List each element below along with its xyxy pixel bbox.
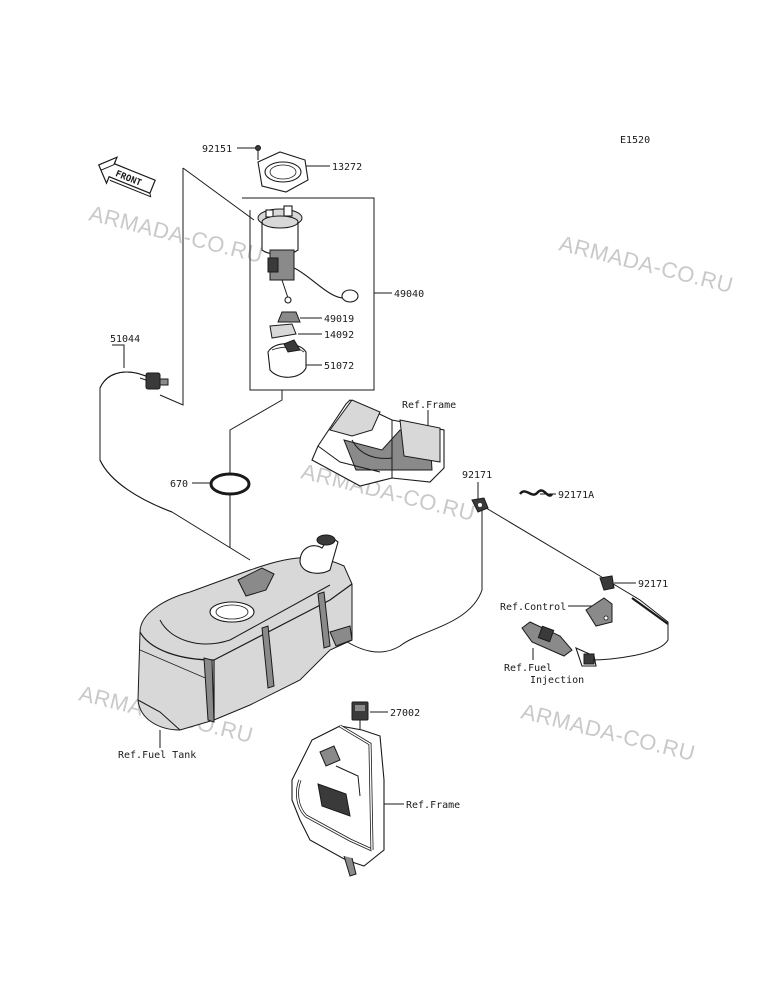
relay-27002: [351, 701, 369, 740]
connector-51044: [139, 372, 169, 390]
injector: [521, 621, 597, 667]
label-92171-b: 92171: [638, 579, 668, 590]
strainer-51072: [267, 339, 307, 378]
ref-fuel-tank: Ref.Fuel Tank: [118, 750, 196, 761]
label-13272: 13272: [332, 162, 362, 173]
ref-control: Ref.Control: [500, 602, 566, 613]
label-670: 670: [170, 479, 188, 490]
label-92171A: 92171A: [558, 490, 594, 501]
plate-13272: [257, 151, 309, 193]
control-bracket: [585, 597, 613, 627]
ref-frame-bottom: Ref.Frame: [406, 800, 460, 811]
front-arrow-icon: FRONT: [97, 156, 156, 198]
filter-49019: [277, 311, 301, 323]
leader-lines: [99, 147, 669, 805]
frame-lower: [291, 724, 385, 877]
diagram-code: E1520: [620, 135, 650, 146]
label-51044: 51044: [110, 334, 140, 345]
label-27002: 27002: [390, 708, 420, 719]
cap-14092: [269, 323, 297, 339]
ref-fuel-injection-line1: Ref.Fuel: [504, 663, 552, 674]
frame-upper: [311, 399, 445, 487]
part-labels: 92151 13272 49040 49019 14092 51072 5104…: [110, 144, 668, 719]
fuel-tank: [137, 534, 353, 731]
label-51072: 51072: [324, 361, 354, 372]
clamp-92171-a: [471, 497, 489, 513]
ref-frame-top: Ref.Frame: [402, 400, 456, 411]
label-14092: 14092: [324, 330, 354, 341]
clamp-92171-b: [599, 575, 615, 591]
label-92171-a: 92171: [462, 470, 492, 481]
label-92151: 92151: [202, 144, 232, 155]
fuel-pump-49040: [257, 205, 359, 304]
watermark-5: ARMADA-CO.RU: [519, 699, 698, 766]
ref-fuel-injection-line2: Injection: [530, 675, 584, 686]
clamp-92171A: [519, 489, 554, 497]
watermark-1: ARMADA-CO.RU: [87, 201, 266, 268]
watermark-2: ARMADA-CO.RU: [557, 231, 736, 298]
screw-92151: [255, 145, 261, 160]
reference-labels: Ref.Frame Ref.Control Ref.Fuel Injection…: [118, 400, 584, 811]
o-ring-670: [209, 472, 251, 496]
label-49019: 49019: [324, 314, 354, 325]
label-49040: 49040: [394, 289, 424, 300]
